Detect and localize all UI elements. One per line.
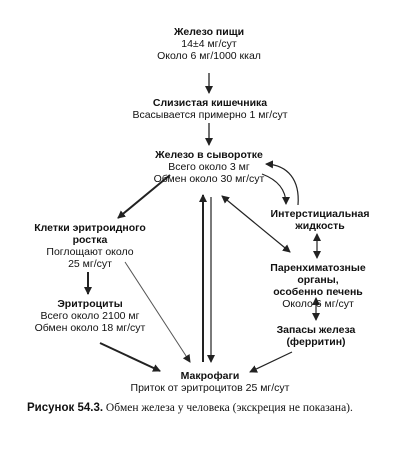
arrow-interstitial-to-serum	[265, 160, 299, 206]
node-iron-stores: Запасы железа (ферритин)	[256, 324, 376, 348]
node-macrophages: Макрофаги Приток от эритроцитов 25 мг/су…	[110, 370, 310, 394]
caption-label: Рисунок 54.3.	[27, 402, 104, 414]
arrow-erythroid-to-macrophages	[124, 261, 191, 363]
arrow-serum-to-interstitial	[261, 173, 290, 205]
node-title: Интерстициальная	[270, 208, 370, 220]
arrow-serum-to-erythroid	[117, 174, 171, 219]
arrow-stores-to-macrophages	[249, 351, 293, 373]
figure-caption: Рисунок 54.3. Обмен железа у человека (э…	[27, 401, 407, 415]
node-line: Всего около 2100 мг	[40, 310, 140, 322]
node-line: Около 6 мг/сут	[282, 298, 354, 310]
arrow-erythrocytes-to-macrophages	[99, 342, 161, 372]
node-line: Около 6 мг/1000 ккал	[157, 50, 261, 62]
arrow-serum-parenchymal	[221, 195, 291, 253]
node-title: особенно печень	[273, 286, 363, 298]
node-title: Эритроциты	[57, 298, 123, 310]
node-erythrocytes: Эритроциты Всего около 2100 мг Обмен око…	[20, 298, 160, 334]
node-title: Железо в сыворотке	[155, 149, 263, 161]
node-dietary-iron: Железо пищи 14±4 мг/сут Около 6 мг/1000 …	[129, 26, 289, 62]
node-title: (ферритин)	[286, 336, 346, 348]
node-title: жидкость	[295, 220, 345, 232]
node-title: Железо пищи	[173, 26, 245, 38]
node-line: Обмен около 18 мг/сут	[34, 322, 146, 334]
node-parenchymal-organs: Паренхиматозные органы, особенно печень …	[250, 262, 386, 310]
node-title: Запасы железа	[276, 324, 356, 336]
node-line: Приток от эритроцитов 25 мг/сут	[130, 382, 290, 394]
node-title: Паренхиматозные органы,	[270, 262, 366, 286]
node-title: Клетки эритроидного	[34, 222, 146, 234]
node-line: Всасывается примерно 1 мг/сут	[132, 109, 288, 121]
node-interstitial-fluid: Интерстициальная жидкость	[250, 208, 390, 232]
node-title: Слизистая кишечника	[152, 97, 268, 109]
node-title: Макрофаги	[180, 370, 240, 382]
caption-text: Обмен железа у человека (экскреция не по…	[103, 402, 353, 414]
node-erythroid-cells: Клетки эритроидного ростка Поглощают око…	[20, 222, 160, 270]
node-line: Поглощают около	[46, 246, 134, 258]
node-intestinal-mucosa: Слизистая кишечника Всасывается примерно…	[110, 97, 310, 121]
node-line: 25 мг/сут	[68, 258, 112, 270]
node-line: Всего около 3 мг	[168, 161, 250, 173]
node-serum-iron: Железо в сыворотке Всего около 3 мг Обме…	[139, 149, 279, 185]
node-title: ростка	[72, 234, 108, 246]
node-line: 14±4 мг/сут	[181, 38, 237, 50]
node-line: Обмен около 30 мг/сут	[153, 173, 265, 185]
